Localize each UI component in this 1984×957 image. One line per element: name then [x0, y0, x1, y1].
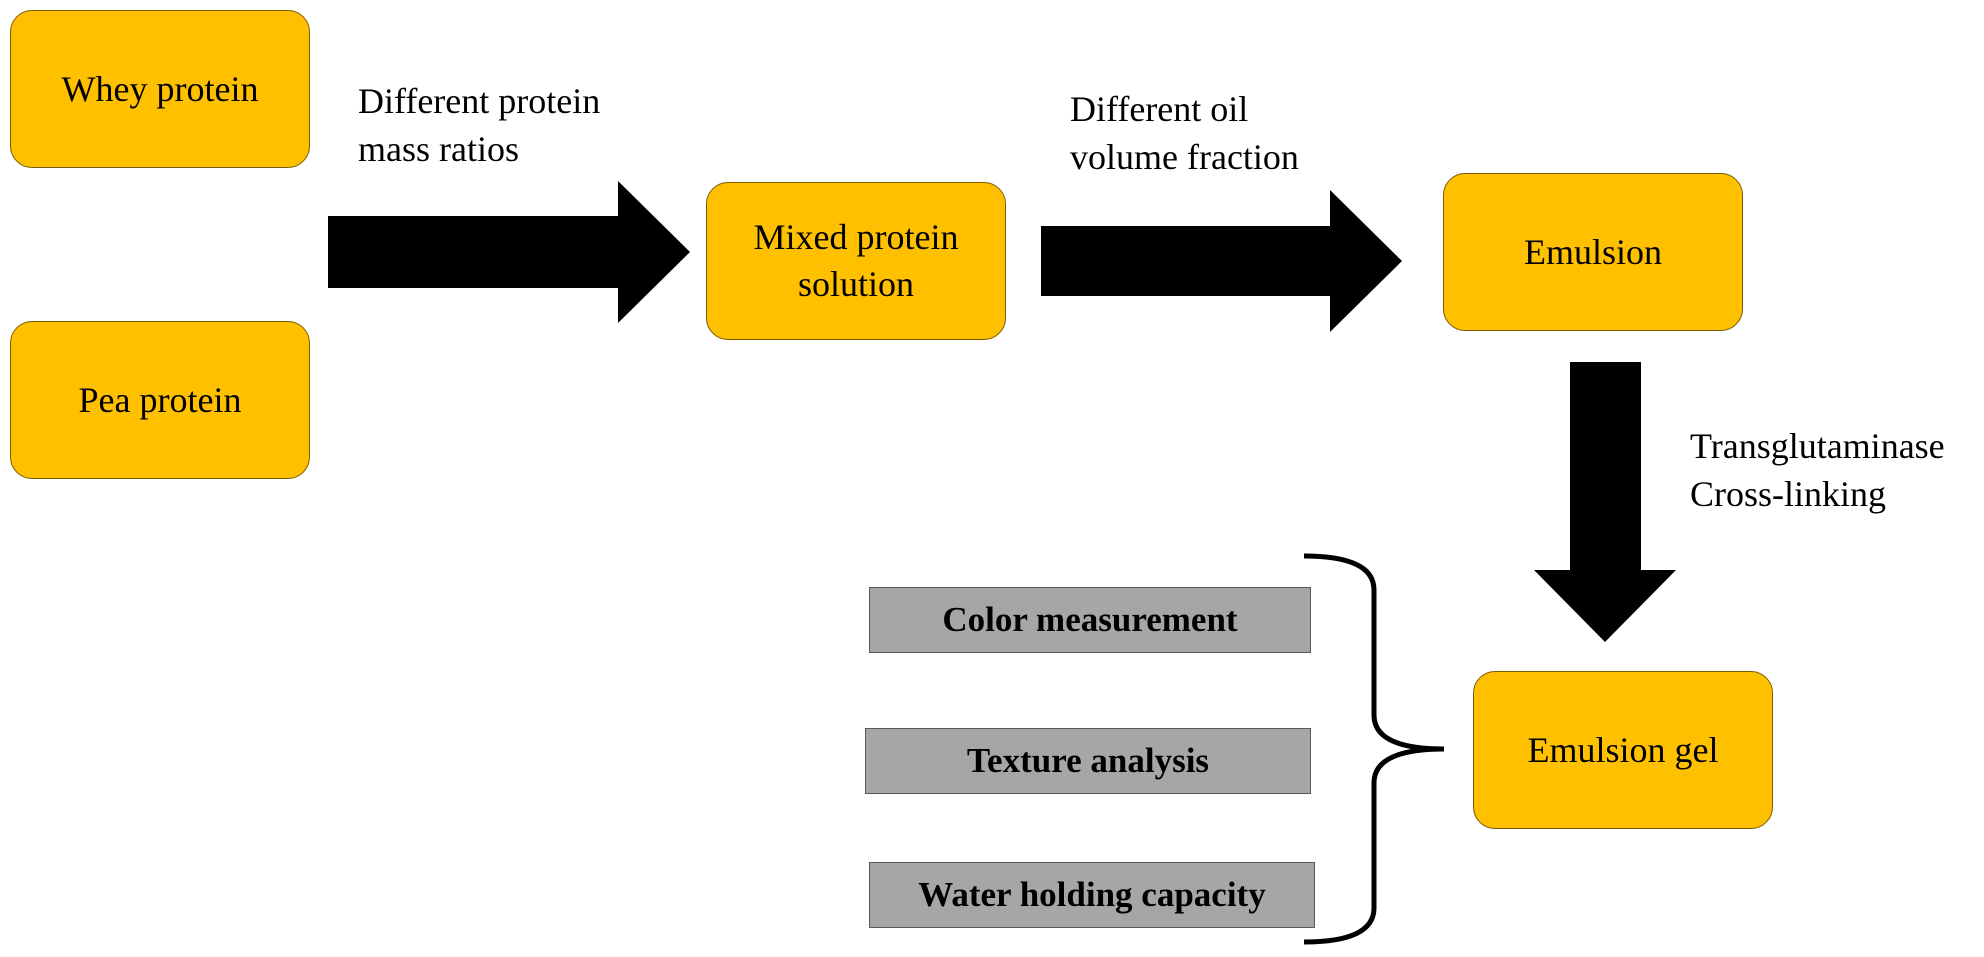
edge-label-transglutaminase: Transglutaminase Cross-linking: [1690, 426, 1945, 514]
analysis-color-measurement-label: Color measurement: [942, 600, 1238, 639]
analysis-water-holding-capacity-label: Water holding capacity: [918, 875, 1266, 914]
analysis-texture-analysis: Texture analysis: [865, 728, 1311, 794]
arrow-emulsion-to-gel: [1534, 362, 1676, 642]
node-emulsion-gel: Emulsion gel: [1473, 671, 1773, 829]
arrow-mixed-to-emulsion: [1041, 190, 1402, 332]
curly-brace: [1303, 553, 1445, 945]
node-whey-protein: Whey protein: [10, 10, 310, 168]
arrow-proteins-to-mixed: [328, 181, 690, 323]
analysis-color-measurement: Color measurement: [869, 587, 1311, 653]
analysis-texture-analysis-label: Texture analysis: [966, 741, 1210, 780]
node-emulsion-gel-label: Emulsion gel: [1527, 729, 1719, 770]
node-emulsion: Emulsion: [1443, 173, 1743, 331]
node-whey-protein-label: Whey protein: [61, 68, 259, 109]
edge-label-protein-mass-ratios: Different protein mass ratios: [358, 81, 601, 169]
node-mixed-protein-solution-label: Mixed protein solution: [753, 217, 959, 304]
node-mixed-protein-solution: Mixed protein solution: [706, 182, 1006, 340]
node-pea-protein-label: Pea protein: [78, 379, 242, 420]
node-pea-protein: Pea protein: [10, 321, 310, 479]
node-emulsion-label: Emulsion: [1523, 231, 1662, 272]
analysis-water-holding-capacity: Water holding capacity: [869, 862, 1315, 928]
edge-label-oil-volume-fraction: Different oil volume fraction: [1070, 89, 1299, 177]
